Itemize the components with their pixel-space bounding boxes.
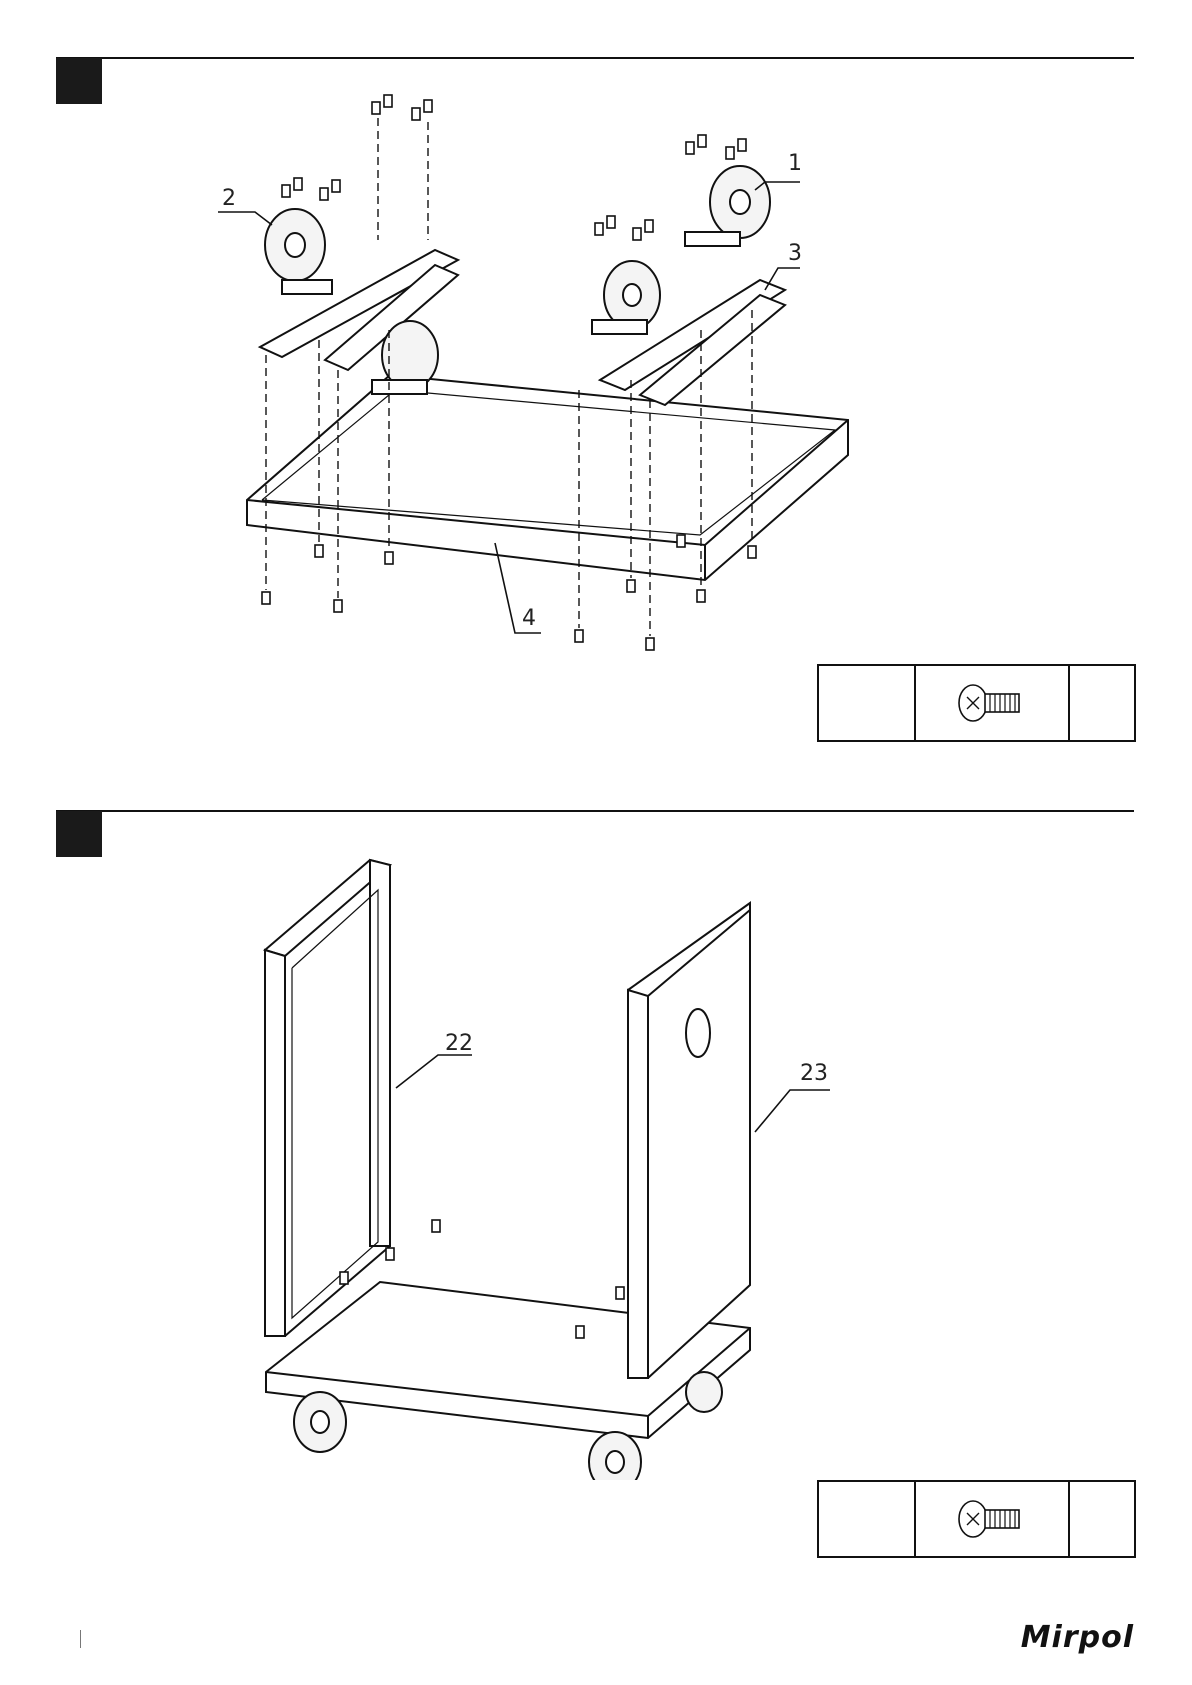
page-number-marker [80,1630,81,1648]
base-frame [247,375,848,580]
left-frame-panel [265,860,390,1336]
callout-1: 1 [788,151,802,176]
step1-part-qty [819,666,916,740]
step2-part-code [1070,1482,1134,1556]
callout-23: 23 [800,1061,828,1086]
step1-drawing: 2 1 3 4 [200,90,880,710]
step2-parts-table [817,1480,1136,1558]
step1-part-code [1070,666,1134,740]
brand-logo: Mirpol [1021,1620,1134,1655]
right-side-panel [628,903,750,1378]
step2-number-box [56,811,102,857]
caster-1 [685,166,770,246]
callout-3: 3 [788,241,802,266]
screws-top [282,95,746,240]
step1-parts-table [817,664,1136,742]
step1-number-box [56,58,102,104]
caster-front-right [592,261,660,334]
caster-2 [265,209,332,294]
screw-icon [957,681,1027,725]
step2-part-image [916,1482,1070,1556]
step2-drawing: 22 23 [240,850,840,1480]
step2-rule [56,810,1134,812]
screw-icon [957,1497,1027,1541]
step1-rule [56,57,1134,59]
step1-part-image [916,666,1070,740]
callout-4: 4 [522,606,536,631]
step2-part-qty [819,1482,916,1556]
callout-2: 2 [222,186,236,211]
callout-22: 22 [445,1031,473,1056]
